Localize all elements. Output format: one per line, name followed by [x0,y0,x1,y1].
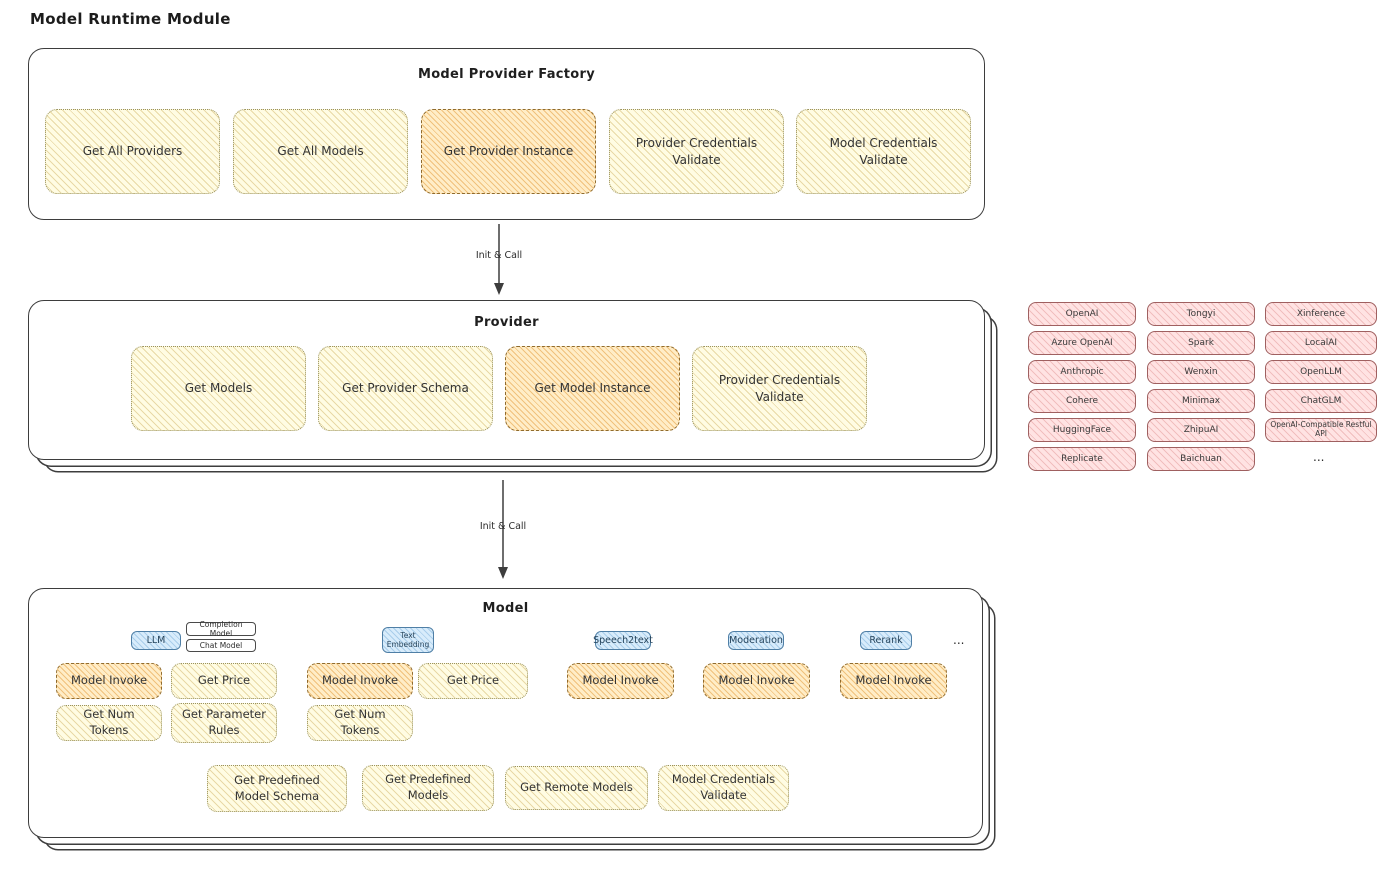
vendor-pill-minimax: Minimax [1147,389,1255,413]
model-type-tag-speech2text: Speech2text [593,631,653,650]
model-type-tag-llm: LLM [131,631,181,650]
op-model-invoke-rerank: Model Invoke [840,663,947,699]
op-model-invoke-llm: Model Invoke [56,663,162,699]
provider-box-provider-credentials-validate: Provider Credentials Validate [692,346,867,431]
provider-panel-title: Provider [474,315,539,330]
arrow-label-init-call-2: Init & Call [479,521,527,532]
vendor-pill-xinference: Xinference [1265,302,1377,326]
op-model-invoke-speech2text: Model Invoke [567,663,674,699]
diagram-title: Model Runtime Module [30,10,231,28]
provider-box-get-provider-schema: Get Provider Schema [318,346,493,431]
op-get-price-llm: Get Price [171,663,277,699]
vendor-pill-chatglm: ChatGLM [1265,389,1377,413]
model-type-tag-moderation: Moderation [728,631,784,650]
vendor-pill-openai-compatible: OpenAI-Compatible Restful API [1265,418,1377,442]
vendor-pill-openai: OpenAI [1028,302,1136,326]
op-get-parameter-rules-llm: Get Parameter Rules [171,703,277,743]
vendor-pill-wenxin: Wenxin [1147,360,1255,384]
factory-panel: Model Provider Factory Get All Providers… [28,48,985,220]
provider-box-get-models: Get Models [131,346,306,431]
provider-panel: Provider Get Models Get Provider Schema … [28,300,985,460]
factory-box-get-provider-instance: Get Provider Instance [421,109,596,194]
model-type-tag-completion-model: Completion Model [186,620,256,638]
provider-box-get-model-instance: Get Model Instance [505,346,680,431]
op-get-num-tokens-text-embedding: Get Num Tokens [307,705,413,741]
vendor-pill-baichuan: Baichuan [1147,447,1255,471]
op-get-remote-models: Get Remote Models [505,766,648,810]
vendor-more-ellipsis: ... [1313,450,1325,464]
op-get-num-tokens-llm: Get Num Tokens [56,705,162,741]
op-model-invoke-text-embedding: Model Invoke [307,663,413,699]
vendor-pill-huggingface: HuggingFace [1028,418,1136,442]
vendor-pill-azure-openai: Azure OpenAI [1028,331,1136,355]
vendor-pill-cohere: Cohere [1028,389,1136,413]
op-model-credentials-validate: Model Credentials Validate [658,765,789,811]
arrow-factory-to-provider [494,224,504,295]
factory-box-get-all-models: Get All Models [233,109,408,194]
model-type-tag-rerank: Rerank [860,631,912,650]
model-type-tag-text-embedding: Text Embedding [382,627,434,653]
vendor-pill-localai: LocalAI [1265,331,1377,355]
vendor-pill-openllm: OpenLLM [1265,360,1377,384]
vendor-pill-anthropic: Anthropic [1028,360,1136,384]
op-get-price-text-embedding: Get Price [418,663,528,699]
vendor-pill-spark: Spark [1147,331,1255,355]
arrow-label-init-call-1: Init & Call [475,250,523,261]
factory-box-model-credentials-validate: Model Credentials Validate [796,109,971,194]
vendor-pill-tongyi: Tongyi [1147,302,1255,326]
op-get-predefined-model-schema: Get Predefined Model Schema [207,765,347,812]
model-panel: Model LLM Completion Model Chat Model Te… [28,588,983,838]
model-type-more-ellipsis: ... [953,633,965,647]
arrow-provider-to-model [498,480,508,579]
vendor-pill-zhipuai: ZhipuAI [1147,418,1255,442]
op-model-invoke-moderation: Model Invoke [703,663,810,699]
factory-box-provider-credentials-validate: Provider Credentials Validate [609,109,784,194]
model-panel-title: Model [482,601,529,616]
op-get-predefined-models: Get Predefined Models [362,765,494,811]
model-type-tag-chat-model: Chat Model [186,639,256,652]
vendor-pill-replicate: Replicate [1028,447,1136,471]
factory-box-get-all-providers: Get All Providers [45,109,220,194]
factory-panel-title: Model Provider Factory [417,67,596,82]
